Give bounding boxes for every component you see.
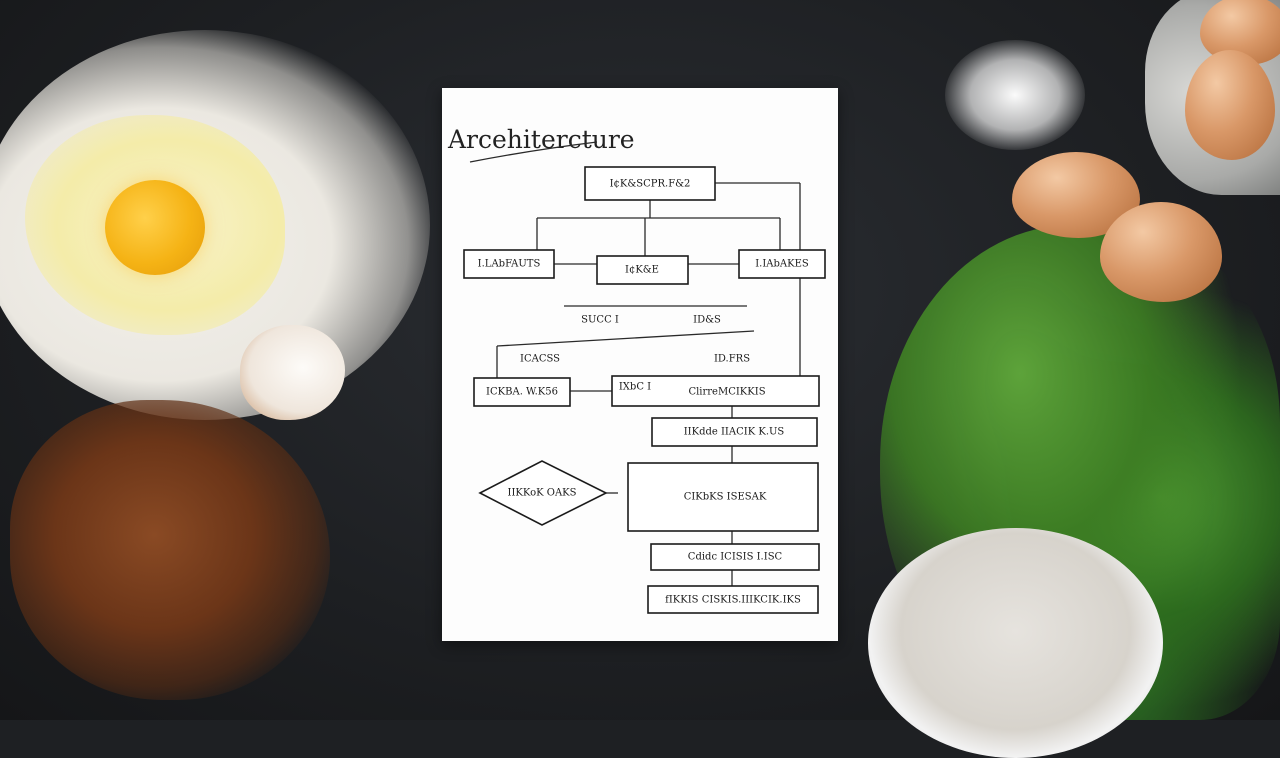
annotation-text-left: ICACSS: [520, 354, 560, 365]
box-top-label: I¢K&SCPR.F&2: [610, 179, 691, 190]
box-center-label: I¢K&E: [625, 265, 659, 276]
annotation-dash-left: SUCC I: [581, 315, 619, 326]
salt-pile: [945, 40, 1085, 150]
annotation-dash-right: ID&S: [693, 315, 721, 326]
box-main-right-label: ClirreMCIKKIS: [688, 387, 765, 398]
box-main-right: [611, 375, 820, 407]
box-bottom-label: fIKKIS CISKIS.IIIKCIK.IKS: [665, 595, 801, 606]
flowchart-diagram: Arcehitercture: [447, 125, 826, 614]
architecture-diagram-paper: Arcehitercture: [442, 88, 838, 641]
brown-egg: [1100, 202, 1222, 302]
box-mid-left-label: ICKBA. W.K56: [486, 387, 558, 398]
box-stage-5-label: Cdidc ICISIS I.ISC: [688, 552, 783, 563]
brown-egg-in-bowl: [1185, 50, 1275, 160]
decision-label: IIKKoK OAKS: [508, 488, 577, 499]
box-big-label: CIKbKS ISESAK: [684, 492, 767, 503]
title-underline: [469, 141, 598, 163]
decision-diamond: [478, 460, 608, 526]
box-left: [463, 249, 555, 279]
cracked-eggshell: [240, 325, 345, 420]
box-right: [738, 249, 826, 279]
egg-yolk: [105, 180, 205, 275]
box-top: [584, 166, 716, 201]
box-right-label: I.IAbAKES: [755, 259, 809, 270]
box-big: [627, 462, 819, 532]
box-stage-3-label: IIKdde IIACIK K.US: [684, 427, 785, 438]
connector-lines: [496, 182, 801, 586]
box-left-label: I.LAbFAUTS: [478, 259, 541, 270]
box-mid-left: [473, 377, 571, 407]
ground-spice-pile: [10, 400, 330, 700]
flour-bowl: [868, 528, 1163, 758]
box-stage-5: [650, 543, 820, 571]
annotation-text-right: ID.FRS: [714, 354, 750, 365]
box-main-right-tag: IXbC I: [619, 382, 651, 393]
box-bottom: [647, 585, 819, 614]
box-stage-3: [651, 417, 818, 447]
box-center: [596, 255, 689, 285]
